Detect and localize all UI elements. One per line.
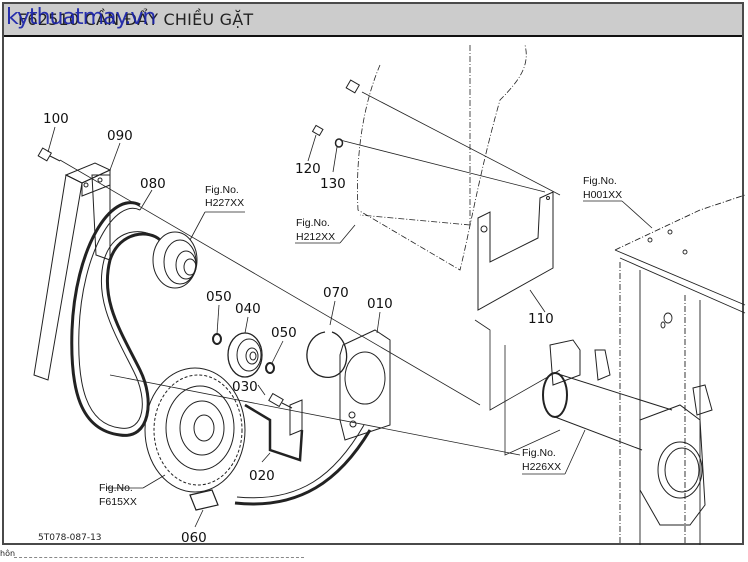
label-050b: 050	[271, 325, 297, 341]
guide-line	[504, 345, 561, 456]
label-100: 100	[43, 111, 69, 127]
label-120: 120	[295, 161, 321, 177]
guide-line	[339, 139, 546, 193]
fig-ref-h212[interactable]: Fig.No. H212XX	[296, 217, 335, 243]
diagram-code: 5T078-087-13	[38, 533, 102, 543]
label-090: 090	[107, 128, 133, 144]
cable-060	[189, 424, 372, 511]
fig-ref-number[interactable]: H227XX	[205, 197, 244, 209]
fig-ref-label: Fig.No.	[296, 217, 330, 229]
snap-ring-070	[306, 331, 348, 378]
label-080: 080	[140, 176, 166, 192]
washer-130	[334, 138, 344, 148]
page-title: F62510 CẦN ĐẨY CHIỀU GẶT	[18, 10, 254, 29]
guide-line	[59, 159, 481, 406]
rod-020	[244, 399, 304, 462]
bolt-030	[268, 392, 293, 409]
fig-ref-label: Fig.No.	[522, 447, 556, 459]
guide-line	[361, 91, 561, 196]
label-130: 130	[320, 176, 346, 192]
fig-ref-number[interactable]: F615XX	[99, 496, 137, 508]
footer-text: hôn	[0, 549, 16, 558]
plate-010	[339, 329, 391, 441]
fig-ref-number[interactable]: H212XX	[296, 231, 335, 243]
fig-ref-label: Fig.No.	[583, 175, 617, 187]
tube-h226	[542, 339, 713, 526]
footer-rule	[14, 557, 304, 559]
label-050a: 050	[206, 289, 232, 305]
bolt-120	[311, 124, 324, 137]
plate-110	[477, 191, 554, 311]
guide-line	[474, 319, 561, 411]
label-020: 020	[249, 468, 275, 484]
fig-ref-label: Fig.No.	[205, 184, 239, 196]
cover-h212	[357, 44, 527, 271]
bolt-100	[37, 147, 61, 162]
pulley-f615	[144, 367, 246, 493]
watermark: kythuatmay.vn	[6, 5, 156, 30]
belt-080	[70, 201, 162, 437]
label-110: 110	[528, 311, 554, 327]
fig-ref-h227[interactable]: Fig.No. H227XX	[205, 184, 244, 209]
guide-line	[109, 374, 521, 456]
title-bar: F62510 CẦN ĐẨY CHIỀU GẶT kythuatmay.vn	[4, 4, 742, 37]
label-060: 060	[181, 530, 207, 546]
washer-050b	[265, 362, 275, 374]
label-010: 010	[367, 296, 393, 312]
pulley-h227	[152, 231, 198, 289]
bolt-top	[345, 79, 361, 94]
fig-ref-label: Fig.No.	[99, 482, 133, 494]
label-030: 030	[232, 379, 258, 395]
fig-ref-h001[interactable]: Fig.No. H001XX	[583, 175, 622, 201]
fig-ref-number[interactable]: H001XX	[583, 189, 622, 201]
frame-h001	[614, 194, 746, 545]
washer-050a	[212, 333, 222, 345]
fig-ref-number[interactable]: H226XX	[522, 461, 561, 473]
belt-080-inner	[78, 207, 157, 429]
fig-ref-f615[interactable]: Fig.No. F615XX	[99, 482, 137, 508]
fig-ref-h226[interactable]: Fig.No. H226XX	[522, 447, 561, 473]
label-070: 070	[323, 285, 349, 301]
label-040: 040	[235, 301, 261, 317]
pulley-040	[227, 332, 263, 378]
leader-lines	[47, 126, 653, 528]
